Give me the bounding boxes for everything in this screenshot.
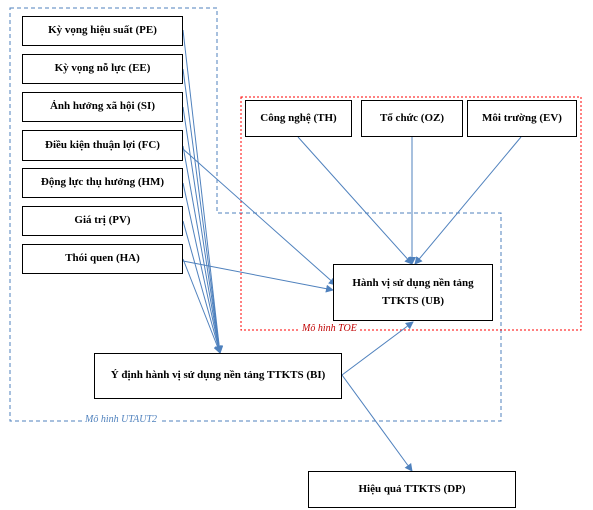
arrow-pv-bi bbox=[182, 220, 222, 354]
arrow-pe-bi bbox=[182, 29, 224, 354]
arrows bbox=[182, 29, 522, 472]
arrow-ha-bi bbox=[182, 258, 222, 354]
arrow-bi-dp bbox=[341, 374, 413, 472]
node-digital-performance: Hiệu quả TTKTS (DP) bbox=[308, 471, 516, 508]
node-use-behavior-label: Hành vị sử dụng nền tảng TTKTS (UB) bbox=[352, 277, 474, 307]
node-behavioral-intention: Ý định hành vị sử dụng nền tảng TTKTS (B… bbox=[94, 353, 342, 399]
node-use-behavior: Hành vị sử dụng nền tảng TTKTS (UB) bbox=[333, 264, 493, 321]
arrow-bi-ub bbox=[341, 321, 414, 376]
toe-frame bbox=[240, 96, 582, 331]
arrow-si-bi bbox=[182, 106, 223, 354]
arrow-ev-ub bbox=[414, 136, 522, 265]
node-hedonic-motivation: Động lực thụ hưởng (HM) bbox=[22, 168, 183, 198]
toe-label: Mô hình TOE bbox=[300, 323, 359, 335]
node-effort-expectancy: Kỳ vọng nỗ lực (EE) bbox=[22, 54, 183, 84]
node-social-influence: Ảnh hưởng xã hội (SI) bbox=[22, 92, 183, 122]
utaut2-frame bbox=[9, 7, 502, 422]
node-habit: Thói quen (HA) bbox=[22, 244, 183, 274]
arrow-fc-ub bbox=[182, 148, 337, 286]
node-technology: Công nghệ (TH) bbox=[245, 100, 352, 137]
node-facilitating-conditions: Điều kiện thuận lợi (FC) bbox=[22, 130, 183, 161]
node-organization: Tổ chức (OZ) bbox=[361, 100, 463, 137]
arrow-ee-bi bbox=[182, 68, 224, 354]
arrow-th-ub bbox=[297, 136, 413, 265]
node-environment: Môi trường (EV) bbox=[467, 100, 577, 137]
arrow-fc-bi bbox=[182, 145, 223, 354]
node-price-value: Giá trị (PV) bbox=[22, 206, 183, 236]
utaut2-label: Mô hình UTAUT2 bbox=[83, 414, 160, 426]
arrow-ha-ub bbox=[182, 260, 334, 293]
node-performance-expectancy: Kỳ vọng hiệu suất (PE) bbox=[22, 16, 183, 46]
arrow-hm-bi bbox=[182, 182, 223, 354]
